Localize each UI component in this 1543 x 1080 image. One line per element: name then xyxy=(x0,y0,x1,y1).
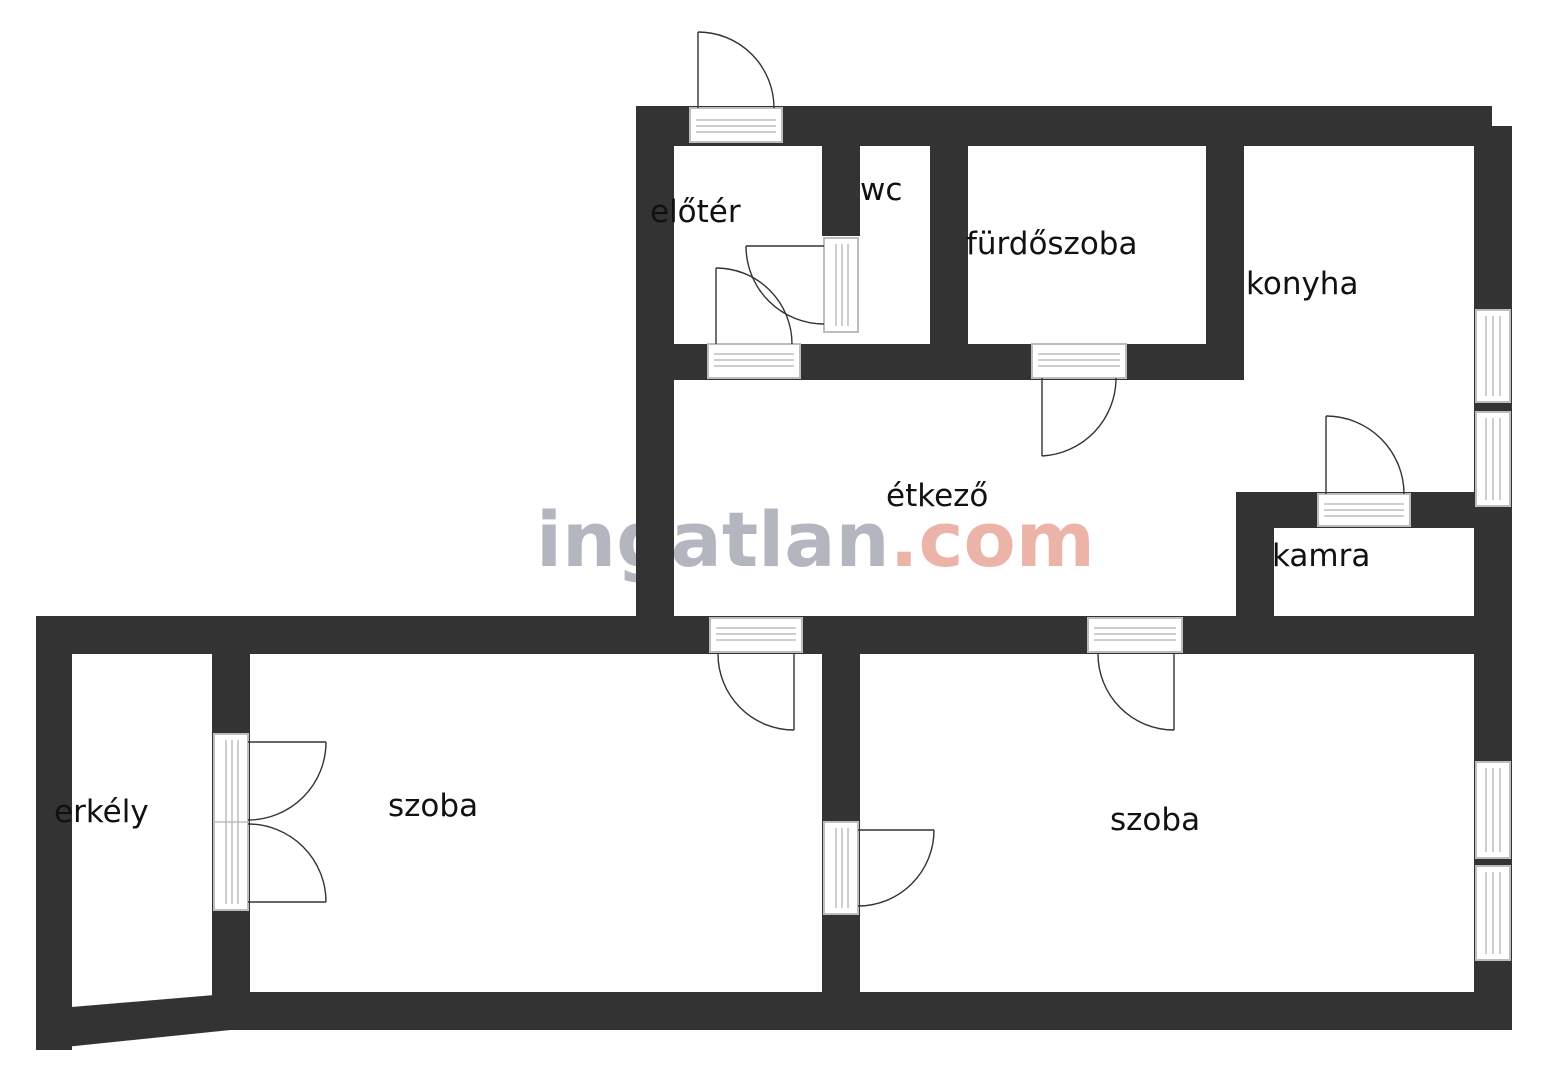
wall-bottom xyxy=(212,992,1512,1030)
label-eloter: előtér xyxy=(650,194,741,230)
wall-balcony-left xyxy=(36,616,72,1050)
windows xyxy=(1475,309,1511,961)
doors xyxy=(213,31,1411,915)
label-etkezo: étkező xyxy=(886,478,988,514)
wall-wc-left xyxy=(822,146,860,236)
door-wc xyxy=(745,237,859,333)
wall-bath-right xyxy=(1206,146,1244,380)
door-hall xyxy=(707,267,801,379)
door-bathroom xyxy=(1031,343,1127,457)
door-balcony xyxy=(213,733,327,911)
label-furdoszoba: fürdőszoba xyxy=(966,226,1137,262)
label-erkely: erkély xyxy=(54,794,149,830)
label-konyha: konyha xyxy=(1246,266,1358,302)
door-room-2 xyxy=(1087,617,1183,731)
window-kitchen-2 xyxy=(1475,411,1511,507)
door-room-1 xyxy=(709,617,803,731)
room-labels: előtér wc fürdőszoba konyha étkező kamra… xyxy=(54,172,1370,838)
door-entrance xyxy=(689,31,783,143)
door-pantry xyxy=(1317,415,1411,527)
label-szoba-2: szoba xyxy=(1110,802,1200,838)
door-between-rooms xyxy=(823,821,935,915)
window-room-2 xyxy=(1475,865,1511,961)
wall-wc-right xyxy=(930,146,968,380)
wall-balcony-bottom xyxy=(36,992,250,1050)
label-kamra: kamra xyxy=(1272,538,1370,574)
label-wc: wc xyxy=(860,172,902,208)
window-room-1 xyxy=(1475,761,1511,859)
window-kitchen-1 xyxy=(1475,309,1511,403)
watermark-text-ingatlan: ingatlan xyxy=(536,495,890,584)
svg-text:ingatlan.com: ingatlan.com xyxy=(536,495,1095,584)
label-szoba-1: szoba xyxy=(388,788,478,824)
watermark-text-com: .com xyxy=(890,495,1095,584)
watermark: ingatlan.com xyxy=(536,495,1095,584)
